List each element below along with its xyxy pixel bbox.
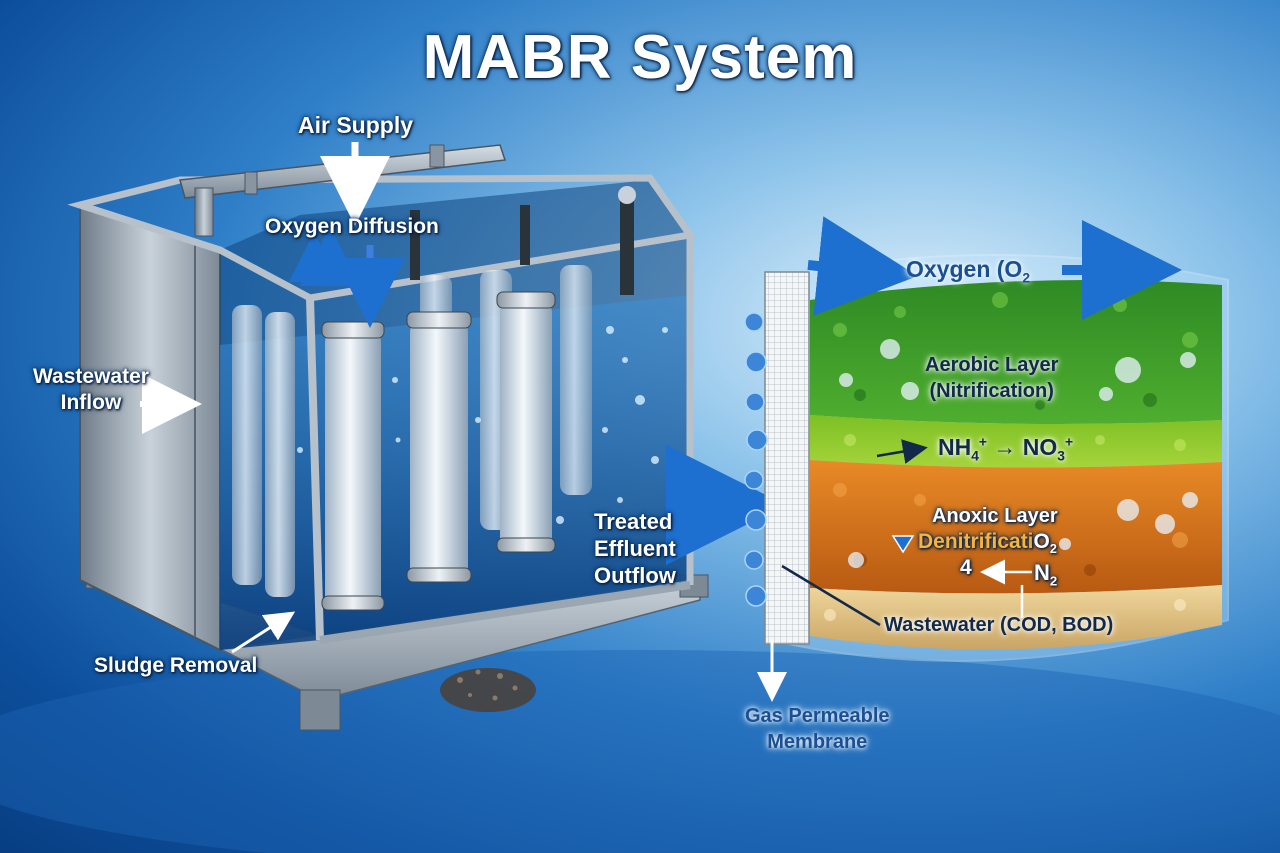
oxygen-label: Oxygen (O2 [906,256,1030,286]
floor-water-reflection [0,650,1280,853]
sludge-particles [457,669,518,701]
wastewater-inflow-line1: Wastewater [33,365,149,388]
membrane-module [232,305,262,585]
anoxic-process-text: Denitrificati [918,530,1034,553]
membrane-droplets [744,312,768,607]
no3-text: NO [1022,434,1058,460]
denitrification-icon [891,535,915,554]
aerobic-process: (Nitrification) [929,380,1054,402]
tank-foot [299,689,341,731]
wastewater-layer-label: Wastewater (COD, BOD) [884,614,1114,636]
anoxic-process-label: DenitrificatiO2 [918,530,1057,556]
wastewater-inflow-line2: Inflow [60,391,122,414]
anoxic-layer-title: Anoxic Layer [932,505,1058,527]
wastewater-layer [810,585,1222,650]
tank-front-post [306,297,324,641]
tank-top-fittings [410,186,636,295]
membrane-label: Gas Permeable Membrane [745,703,890,755]
anoxic-o2-text: O [1033,530,1050,553]
stray-digit-label: 4 [960,556,972,579]
aerobic-title: Aerobic Layer [925,354,1059,376]
tank-bottom-rail [319,581,691,644]
anoxic-layer [810,460,1222,594]
oxygen-diffusion-label: Oxygen Diffusion [265,215,439,238]
wastewater-pointer [781,564,881,627]
treated-effluent-label: Treated Effluent Outflow [594,508,676,589]
n2-text: N [1034,560,1050,585]
membrane-module [500,300,552,552]
nitrification-arrow [876,439,928,464]
membrane-module [410,320,468,582]
biofilm-gas-bubbles [839,339,1198,568]
n2-label: N2 [1034,560,1057,588]
treated-line3: Outflow [594,563,676,588]
reaction-arrow: → [993,434,1017,460]
air-bubbles [297,326,668,524]
membrane-cap [321,595,385,611]
membrane-module [265,312,295,597]
nh4-superscript: + [978,434,987,450]
membrane-cap [496,291,556,309]
oxygen-text: Oxygen (O [906,256,1023,282]
tank-side-panel [79,203,221,652]
membrane-cap [321,321,385,339]
gas-permeable-membrane [764,271,810,645]
membrane-cap [406,567,472,583]
no3-subscript: 3 [1057,448,1065,464]
sludge-pile [440,668,536,712]
membrane-line2: Membrane [767,731,868,753]
nh4-subscript: 4 [971,448,979,464]
membrane-module [325,330,381,610]
diagram-title: MABR System [422,23,858,92]
n2-subscript: 2 [1049,573,1058,589]
oxygen-subscript: 2 [1022,270,1030,286]
membrane-cap [496,537,556,553]
sludge-removal-label: Sludge Removal [94,654,258,677]
membrane-module [560,265,592,495]
treated-line2: Effluent [594,536,676,561]
biofilm-cross-section [744,216,1229,702]
wastewater-inflow-label: Wastewater Inflow [33,364,149,416]
anoxic-o2-subscript: 2 [1049,542,1057,557]
oxygen-flow-arrow [807,216,918,316]
nitrification-reaction: NH4+ → NO3+ [938,434,1073,464]
no3-superscript: + [1064,434,1074,450]
nh4-text: NH [938,434,972,460]
membrane-cap [406,311,472,329]
aerobic-layer-label: Aerobic Layer (Nitrification) [925,352,1058,404]
sludge-removal-pointer [231,611,296,654]
treated-line1: Treated [594,509,673,534]
membrane-line1: Gas Permeable [745,705,890,727]
air-supply-label: Air Supply [298,112,414,138]
